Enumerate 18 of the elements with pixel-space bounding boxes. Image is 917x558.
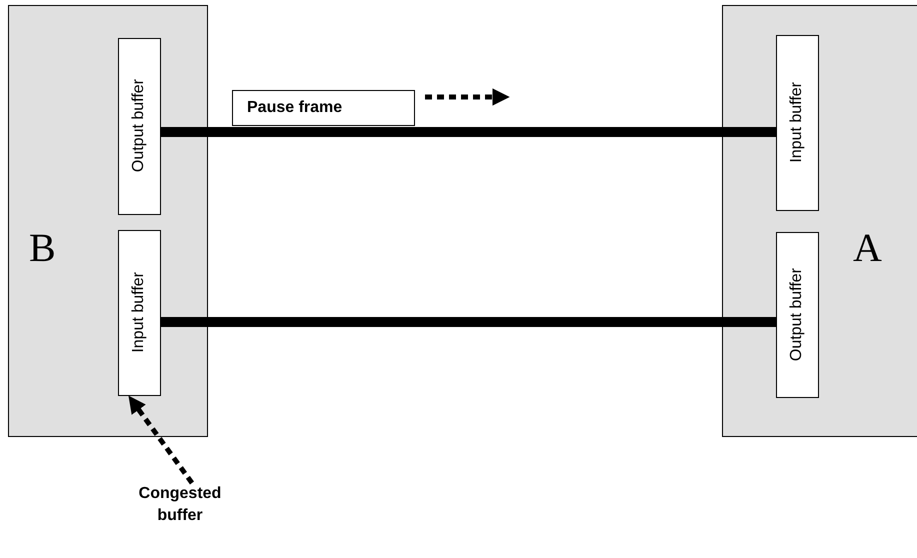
buffer-label: Output buffer [130,79,148,173]
device-box [722,5,917,437]
link-line [161,317,776,327]
frame-box: Pause frame [232,90,415,126]
buffer-label: Input buffer [788,82,806,163]
buffer-box [776,232,818,398]
dashed-arrow [425,88,510,106]
device-label: B [29,228,56,268]
device-label: A [853,228,882,268]
buffer-label: Input buffer [130,272,148,353]
buffer-label: Output buffer [788,268,806,362]
buffer-box [118,230,160,396]
link-line [161,127,776,137]
callout-text: Congested buffer [120,483,240,531]
leader-arrow [127,396,194,484]
buffer-box [776,34,818,210]
device-box [8,5,208,437]
buffer-box [118,38,160,214]
